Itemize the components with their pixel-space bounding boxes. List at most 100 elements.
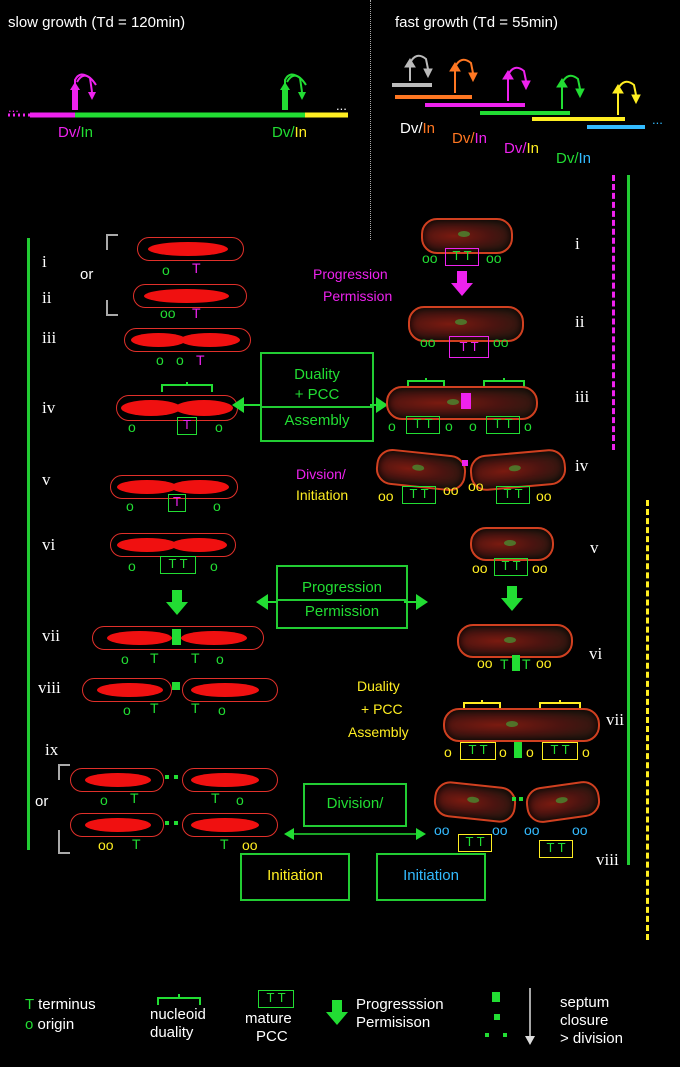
green-cycle-bar xyxy=(627,175,630,865)
legend-down-arrow-icon xyxy=(525,988,535,1045)
legend-division-label: > division xyxy=(560,1030,623,1047)
origin-mark: o xyxy=(215,419,223,435)
slow-step-vii: vii xyxy=(42,626,60,645)
slow-cell-viii-right xyxy=(182,678,278,702)
septum-mark xyxy=(512,797,516,801)
fast-cell-viii-left xyxy=(432,779,518,825)
origin-mark: o xyxy=(526,744,534,760)
fast-dvin-3: Dv/In xyxy=(504,140,540,157)
origin-pair-mark: oo xyxy=(434,822,450,838)
slow-step-ii: ii xyxy=(42,288,52,307)
origin-pair-mark: oo xyxy=(468,478,484,494)
origin-mark: o xyxy=(582,744,590,760)
box-line: Initiation xyxy=(403,867,459,884)
origin-pair-mark: oo xyxy=(420,334,436,350)
fast-ellipsis: ... xyxy=(652,112,663,127)
origin-pair-mark: oo xyxy=(472,560,488,576)
origin-mark: o xyxy=(128,419,136,435)
slow-step-viii: viii xyxy=(38,678,61,697)
origin-mark: o xyxy=(176,352,184,368)
fast-pcc-label: + PCC xyxy=(361,701,403,717)
origin-pair-mark: oo xyxy=(378,488,394,504)
slow-ellipsis-left: ... xyxy=(8,100,19,115)
fast-dvin-4: Dv/In xyxy=(556,150,592,167)
origin-pair-mark: oo xyxy=(536,488,552,504)
terminus-mark: T xyxy=(132,836,141,852)
arrow-right-duality xyxy=(370,397,388,413)
box-divider xyxy=(262,406,372,408)
origin-mark: o xyxy=(218,702,226,718)
origin-pair-mark: oo xyxy=(492,822,508,838)
terminus-mark: T xyxy=(500,656,509,672)
box-line: Assembly xyxy=(284,412,350,429)
fast-assembly-label: Assembly xyxy=(348,724,409,740)
origin-pair-mark: oo xyxy=(486,250,502,266)
origin-pair-mark: oo xyxy=(477,655,493,671)
mature-pcc-box: T T xyxy=(160,556,196,574)
origin-mark: o xyxy=(210,558,218,574)
origin-mark: o xyxy=(236,792,244,808)
pcc-box: T xyxy=(177,417,197,435)
origin-pair-mark: oo xyxy=(160,305,176,321)
septum-mark xyxy=(165,821,169,825)
slow-cell-v xyxy=(110,475,238,499)
box-line: Permission xyxy=(304,603,380,620)
slow-step-iv: iv xyxy=(42,398,56,417)
origin-mark: o xyxy=(388,418,396,434)
fast-step-i: i xyxy=(575,234,580,253)
origin-mark: o xyxy=(216,651,224,667)
septum-mark xyxy=(512,655,520,671)
septum-mark xyxy=(165,775,169,779)
origin-pair-mark: oo xyxy=(98,837,114,853)
fast-step-vii: vii xyxy=(606,710,624,729)
fast-dvin-2: Dv/In xyxy=(452,130,488,147)
box-divider xyxy=(278,599,406,601)
slow-cell-iii xyxy=(124,328,251,352)
slow-cell-ix-a-right xyxy=(182,768,278,792)
left-cycle-bar xyxy=(27,238,30,850)
terminus-mark: T xyxy=(220,836,229,852)
fast-step-iv: iv xyxy=(575,456,589,475)
pcc-box: T xyxy=(168,494,186,512)
septum-mark xyxy=(172,682,180,690)
bracket-bottom xyxy=(106,300,118,316)
fast-growth-header: fast growth (Td = 55min) xyxy=(395,14,558,31)
slow-cell-ix-a-left xyxy=(70,768,164,792)
septum-mark xyxy=(174,775,178,779)
terminus-mark: T xyxy=(522,656,531,672)
legend-pcc-label: PCC xyxy=(256,1028,288,1045)
box-line: Division/ xyxy=(326,795,384,812)
slow-growth-header: slow growth (Td = 120min) xyxy=(8,14,186,31)
fast-permission-label: Permission xyxy=(323,288,393,304)
legend-septum-medium xyxy=(494,1014,500,1020)
slow-step-iii: iii xyxy=(42,328,57,347)
origin-pair-mark: oo xyxy=(422,250,438,266)
septum-mark-magenta xyxy=(462,460,468,466)
origin-pair-mark: oo xyxy=(493,334,509,350)
nucleoid-duality-fast xyxy=(407,378,525,388)
legend-nucleoid-label: nucleoid xyxy=(150,1006,206,1023)
mature-pcc-box: T T xyxy=(460,742,496,760)
nucleoid-duality-bracket xyxy=(161,382,213,392)
origin-pair-mark: oo xyxy=(524,822,540,838)
origin-pair-mark: oo xyxy=(536,655,552,671)
mature-pcc-box: T T xyxy=(496,486,530,504)
origin-mark: o xyxy=(121,651,129,667)
legend-terminus: T terminus xyxy=(25,996,96,1013)
nucleoid-duality-fast-yellow xyxy=(463,700,581,710)
fast-dvin-1: Dv/In xyxy=(400,120,436,137)
terminus-mark: T xyxy=(211,790,220,806)
terminus-mark: T xyxy=(130,790,139,806)
legend-septum-small xyxy=(503,1033,507,1037)
fast-step-iii: iii xyxy=(575,387,590,406)
legend-mature-label: mature xyxy=(245,1010,292,1027)
fast-initiation-label: Initiation xyxy=(296,487,349,503)
or-label-1: or xyxy=(80,266,94,283)
slow-cell-vii xyxy=(92,626,264,650)
fast-step-vi: vi xyxy=(589,644,603,663)
origin-mark: o xyxy=(444,744,452,760)
origin-mark: o xyxy=(524,418,532,434)
mature-pcc-box: T T xyxy=(486,416,520,434)
fast-step-v: v xyxy=(590,538,599,557)
origin-mark: o xyxy=(156,352,164,368)
